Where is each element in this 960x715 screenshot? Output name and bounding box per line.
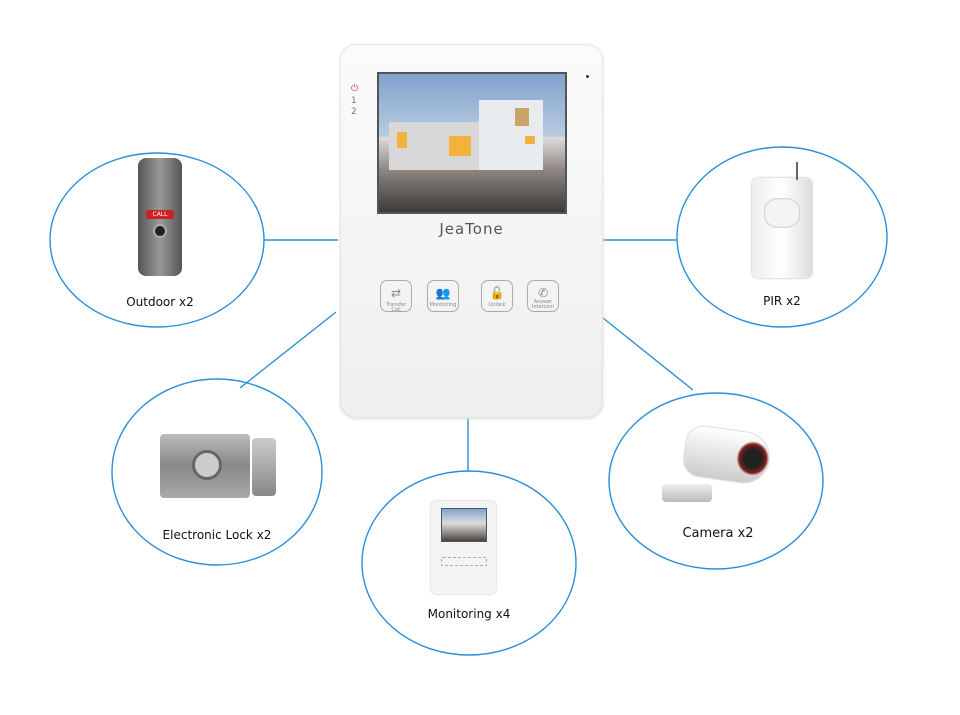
unlock-button[interactable]: 🔓 Unlock — [481, 280, 513, 312]
monitoring-ring — [361, 470, 577, 656]
outdoor-unit-image: CALL — [138, 158, 182, 276]
button-label: Answer Intercom — [531, 299, 555, 310]
button-label: Transfer Call — [385, 302, 407, 313]
answer-intercom-button[interactable]: ✆Answer Intercom — [527, 280, 559, 312]
link-camera — [602, 317, 694, 391]
pir-ring — [676, 146, 888, 328]
transfer-call-button[interactable]: ⇄ Transfer Call — [380, 280, 412, 313]
electronic-lock-label: Electronic Lock x2 — [162, 528, 272, 542]
camera-label: Camera x2 — [682, 526, 754, 541]
unlock-icon: 🔓 — [489, 286, 505, 300]
monitoring-button[interactable]: 👥 Monitoring — [427, 280, 459, 312]
link-lock — [239, 311, 337, 389]
indoor-monitor: ⏻ 1 2 JeaTone ⇄ Transfer Call 👥 Monitoring… — [340, 44, 603, 418]
lock-ring — [111, 378, 323, 566]
electronic-lock-image — [160, 434, 276, 498]
monitoring-unit-image — [431, 501, 496, 594]
people-icon: 👥 — [435, 286, 451, 300]
pir-sensor-image — [752, 162, 812, 278]
monitor-screen — [377, 72, 567, 214]
phone-icon: ✆ — [537, 286, 549, 300]
outdoor-label: Outdoor x2 — [126, 295, 194, 309]
transfer-icon: ⇄ — [390, 286, 402, 300]
line2-indicator: 2 — [351, 107, 357, 117]
line1-indicator: 1 — [351, 96, 357, 106]
monitoring-label: Monitoring x4 — [427, 607, 511, 621]
camera-lens — [153, 224, 167, 238]
button-label: Unlock — [488, 302, 506, 308]
power-indicator-icon: ⏻ — [351, 84, 359, 94]
camera-ring — [608, 392, 824, 570]
pir-label: PIR x2 — [763, 294, 801, 308]
camera-mount — [662, 484, 712, 502]
brand-logo: JeaTone — [439, 220, 504, 238]
call-button: CALL — [146, 210, 174, 219]
camera-dot — [586, 75, 589, 78]
button-label: Monitoring — [429, 302, 457, 308]
